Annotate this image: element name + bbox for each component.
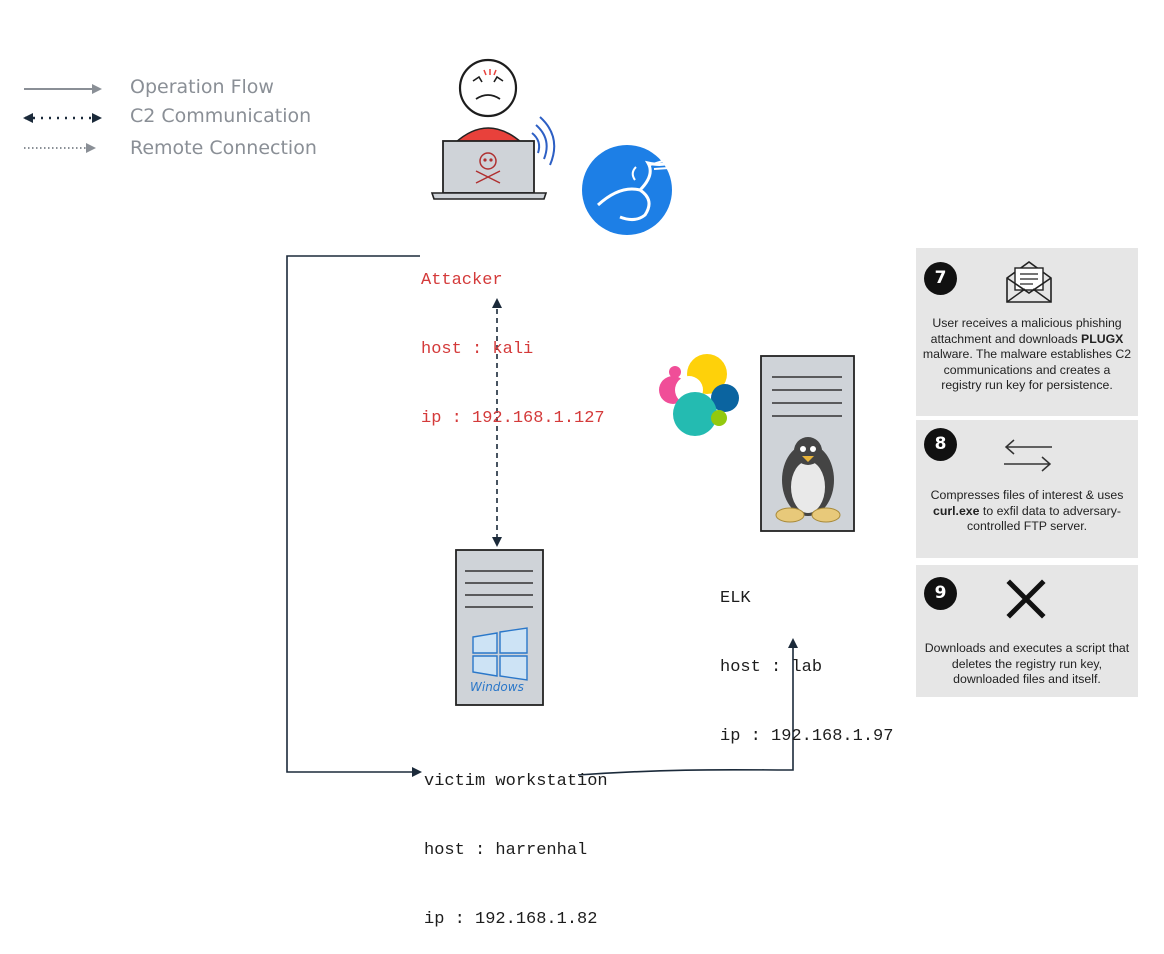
- victim-ip: ip : 192.168.1.82: [424, 910, 598, 929]
- attacker-ip: ip : 192.168.1.127: [421, 409, 605, 428]
- step-description: Compresses files of interest & uses curl…: [930, 488, 1124, 533]
- step-description: User receives a malicious phishing attac…: [922, 316, 1132, 392]
- step-number-badge: 7: [924, 262, 957, 295]
- legend-remote-connection: Remote Connection: [130, 137, 317, 159]
- step-panel-7: 7 User receives a malicious phishing att…: [916, 248, 1138, 416]
- attacker-label: Attacker host : kali ip : 192.168.1.127: [421, 223, 605, 453]
- windows-logo-text: Windows: [470, 680, 524, 694]
- legend-line-icons: [23, 84, 102, 153]
- kali-linux-logo-icon: [582, 145, 685, 235]
- step-number-badge: 8: [924, 428, 957, 461]
- attacker-host: host : kali: [421, 340, 534, 359]
- attacker-name: Attacker: [421, 271, 503, 290]
- victim-host: host : harrenhal: [424, 841, 588, 860]
- exchange-arrows-icon: [1004, 439, 1052, 472]
- windows-logo-icon: [472, 627, 528, 681]
- legend-c2-communication: C2 Communication: [130, 105, 312, 127]
- step-description: Downloads and executes a script that del…: [924, 641, 1130, 686]
- windows-server-icon: [455, 549, 544, 706]
- linux-server-icon: [760, 355, 855, 532]
- victim-label: victim workstation host : harrenhal ip :…: [424, 724, 608, 954]
- flow-arrows: [286, 255, 798, 777]
- elk-host: host : lab: [720, 658, 823, 677]
- step-panel-9: 9 Downloads and executes a script that d…: [916, 565, 1138, 697]
- elastic-logo-icon: [659, 354, 739, 436]
- step-number-badge: 9: [924, 577, 957, 610]
- operation-flow-arrow-attacker-to-victim: [286, 255, 422, 777]
- log-forwarding-arrow-victim-to-elk: [577, 638, 798, 776]
- elk-label: ELK host : lab ip : 192.168.1.97: [720, 541, 893, 771]
- step-panel-8: 8 Compresses files of interest & uses cu…: [916, 420, 1138, 558]
- victim-name: victim workstation: [424, 772, 608, 791]
- elk-name: ELK: [720, 589, 751, 608]
- envelope-icon: [1006, 261, 1052, 303]
- elk-ip: ip : 192.168.1.97: [720, 727, 894, 746]
- legend-operation-flow: Operation Flow: [130, 76, 274, 98]
- x-mark-icon: [1006, 579, 1046, 619]
- attacker-icon: [430, 58, 556, 200]
- tux-penguin-icon: [775, 437, 841, 523]
